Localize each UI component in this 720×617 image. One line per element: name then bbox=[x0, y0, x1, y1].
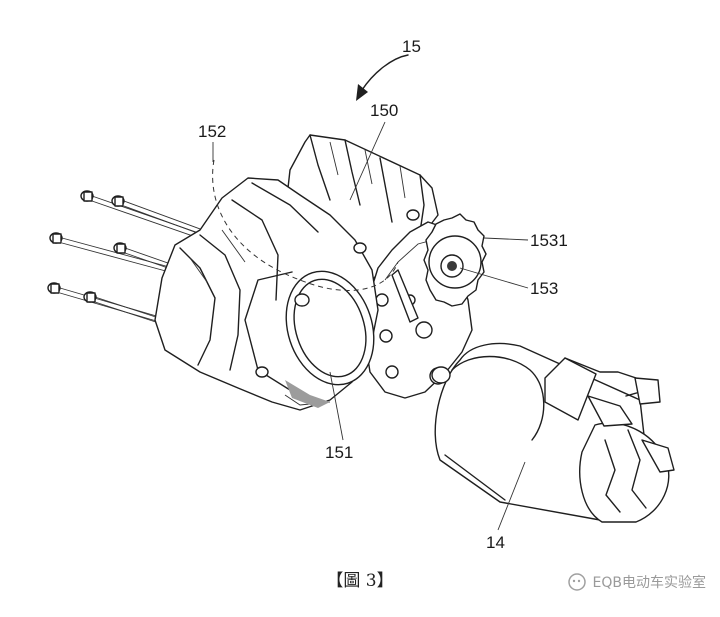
watermark: EQB电动车实验室 bbox=[567, 572, 706, 592]
leader-14 bbox=[497, 461, 526, 531]
label-bore: 151 bbox=[325, 443, 353, 462]
front-housing bbox=[154, 177, 379, 411]
bolt bbox=[47, 282, 171, 326]
leader-1531 bbox=[483, 237, 529, 241]
figure-caption: 【圖 3】 bbox=[326, 571, 394, 591]
sprocket bbox=[423, 213, 487, 307]
cover-dashed-outline bbox=[212, 159, 399, 291]
label-housing: 150 bbox=[370, 101, 398, 120]
leader-153 bbox=[459, 267, 529, 289]
motor bbox=[431, 342, 675, 523]
leader-151 bbox=[329, 371, 344, 441]
wechat-icon bbox=[567, 573, 586, 591]
label-motor: 14 bbox=[486, 533, 505, 552]
label-cover: 152 bbox=[198, 122, 226, 141]
leader-150 bbox=[349, 121, 386, 201]
watermark-text: EQB电动车实验室 bbox=[592, 575, 706, 591]
assembly-arrow bbox=[356, 54, 409, 101]
bolt bbox=[83, 291, 181, 331]
label-sprocket: 153 bbox=[530, 279, 558, 298]
label-assembly: 15 bbox=[402, 37, 421, 56]
label-sprocket-teeth: 1531 bbox=[530, 231, 568, 250]
